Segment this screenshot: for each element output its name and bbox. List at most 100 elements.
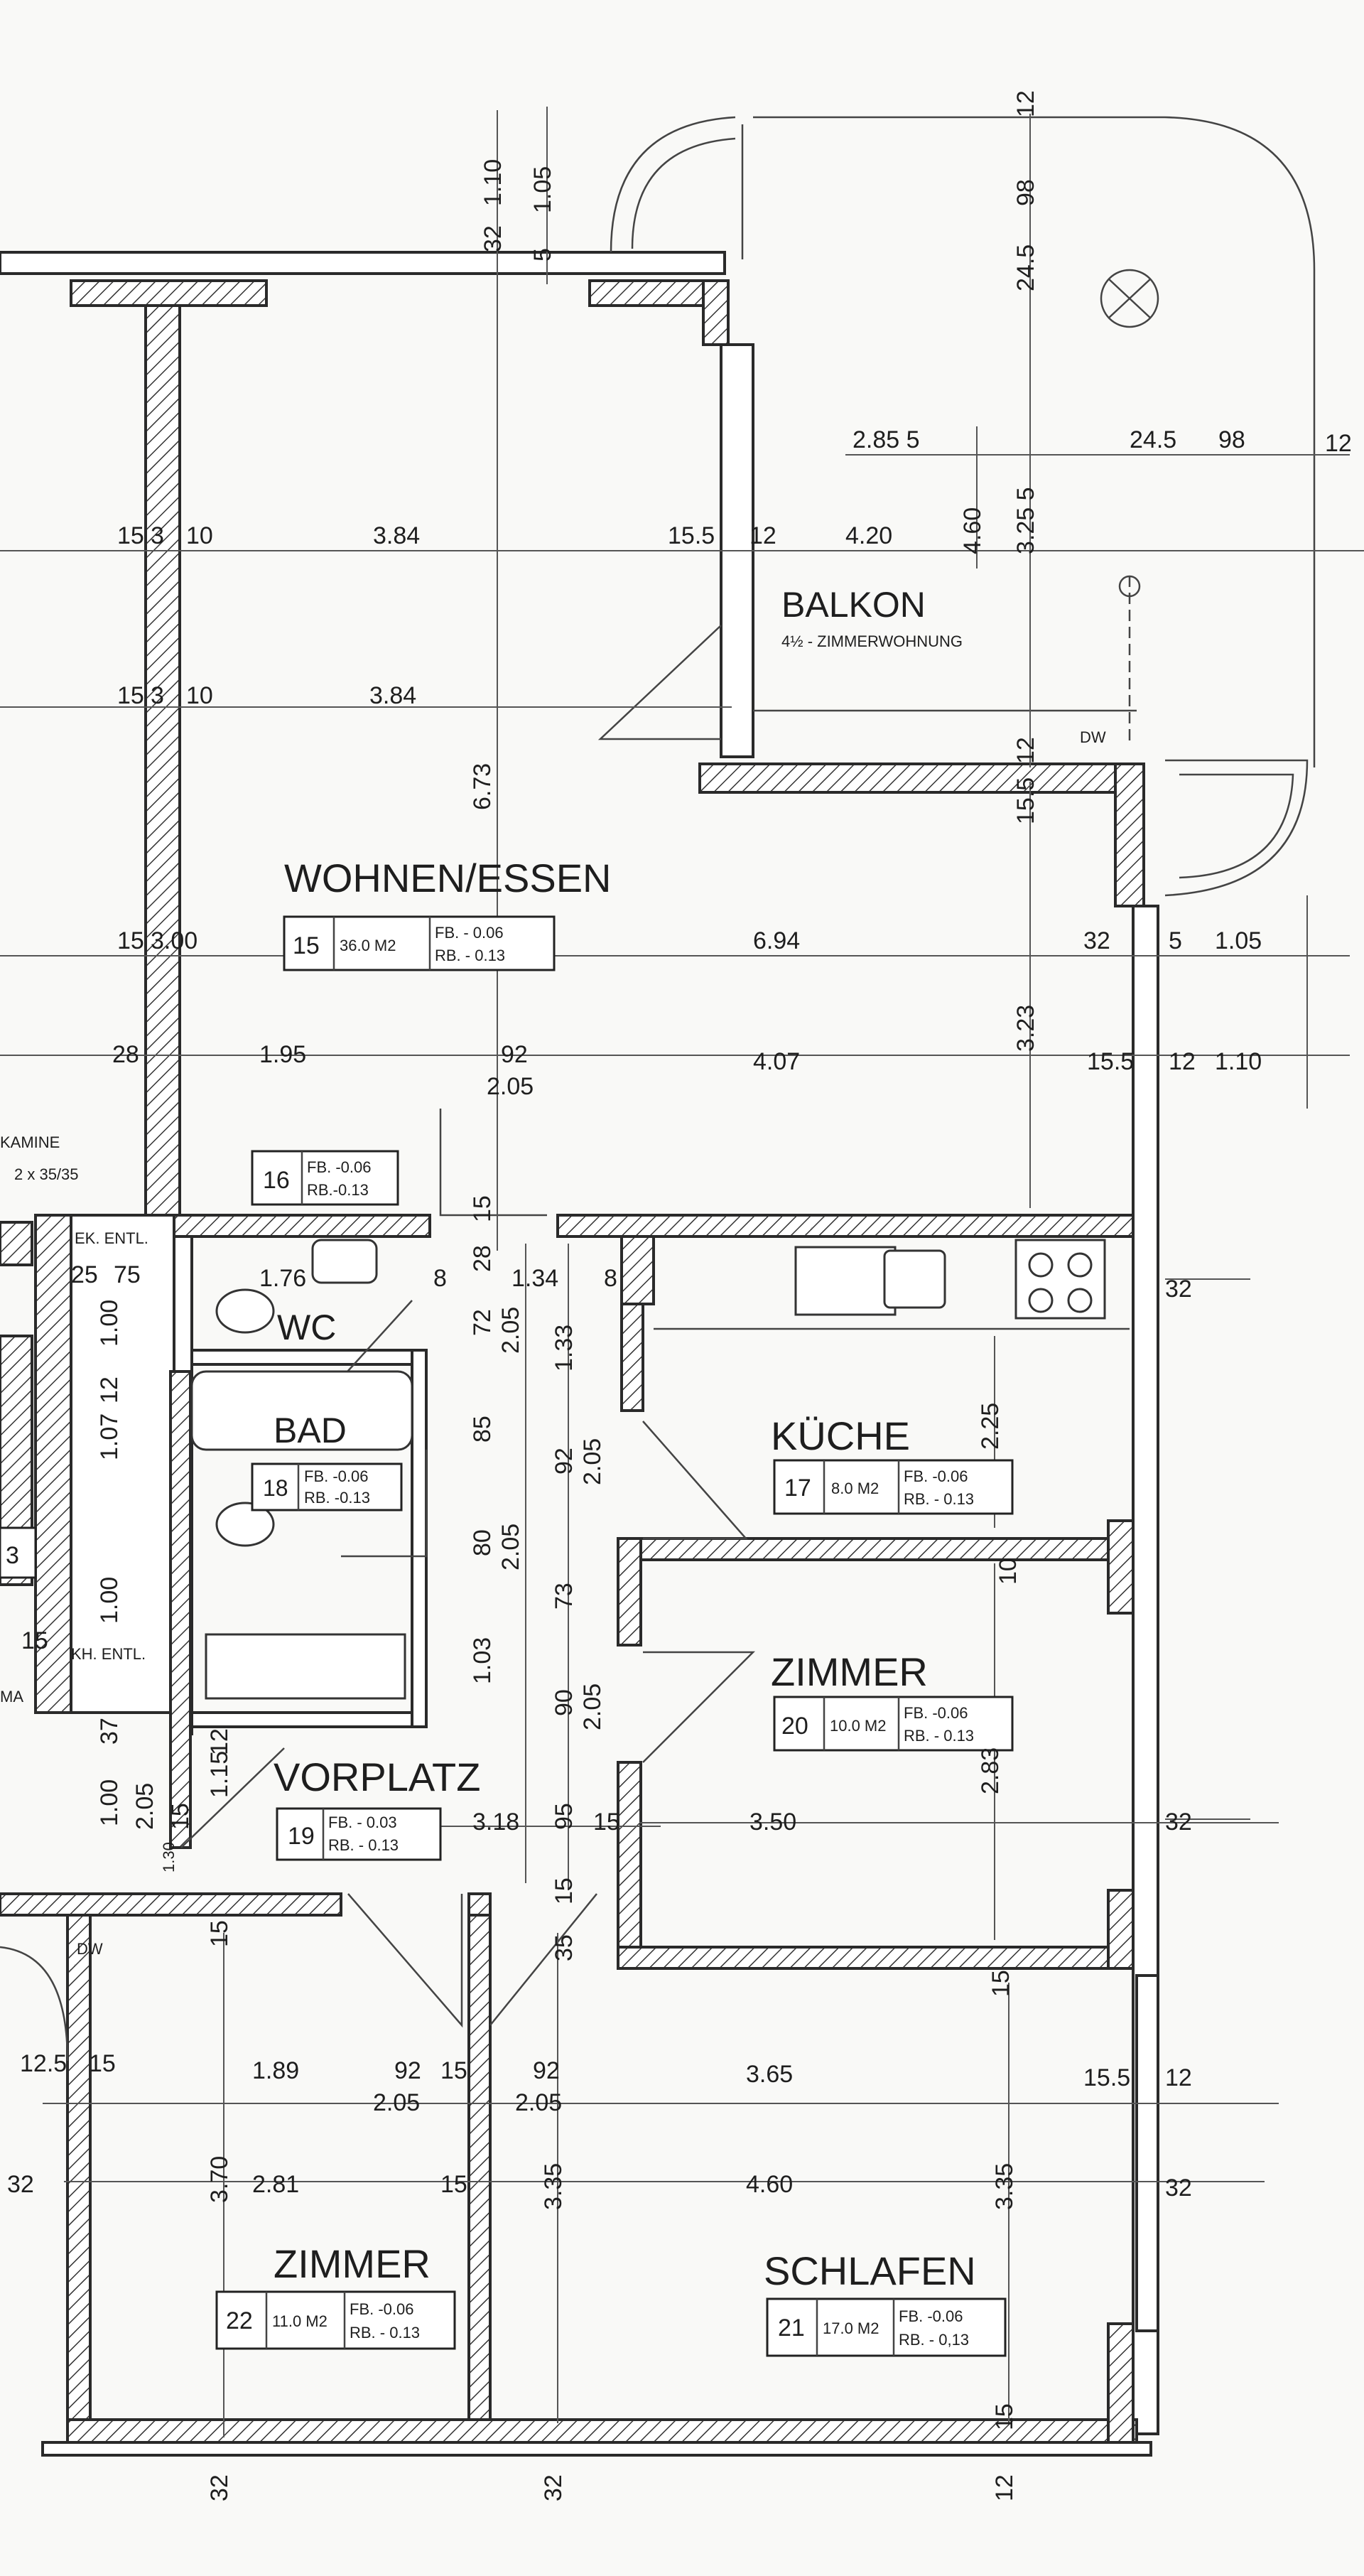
- dim-text: 12: [1165, 2064, 1192, 2091]
- dim-text: 24.5: [1130, 426, 1176, 453]
- room-fb: FB. -0.06: [904, 1704, 968, 1722]
- room-number: 19: [288, 1823, 315, 1850]
- room-area: 36.0 M2: [340, 937, 396, 954]
- dim-text: 15: [469, 1195, 496, 1222]
- dim-text: 12: [206, 1728, 233, 1755]
- dim-text: 92: [394, 2057, 421, 2084]
- dim-text: 6.94: [753, 927, 800, 954]
- dim-text: 3.18: [472, 1809, 519, 1836]
- dim-text: 3.50: [749, 1809, 796, 1836]
- walls: [0, 251, 1159, 2457]
- room-zimmer20: ZIMMER 20 10.0 M2 FB. -0.06 RB. - 0.13: [771, 1649, 1014, 1752]
- dim-text: 1.05: [529, 166, 556, 213]
- dw-label: DW: [77, 1940, 103, 1958]
- dim-text: 2.05: [131, 1783, 158, 1830]
- dim-text: 3.70: [206, 2156, 233, 2203]
- room-fb: FB. -0.06: [899, 2307, 963, 2325]
- dim-text: 8: [604, 1265, 617, 1292]
- dim-text: 1.30: [160, 1842, 178, 1872]
- dim-text: 2.25: [977, 1403, 1004, 1450]
- dim-text: 1.03: [469, 1637, 496, 1684]
- dim-text: 32: [7, 2171, 34, 2198]
- dim-text: 32: [1165, 1276, 1192, 1303]
- dim-text: 1.76: [259, 1265, 306, 1292]
- dim-text: 3.65: [746, 2061, 793, 2088]
- room-name: WC: [277, 1308, 336, 1347]
- dim-text: 15: [167, 1803, 194, 1830]
- dim-text: 3: [151, 522, 164, 549]
- dim-text: 28: [112, 1041, 139, 1068]
- dim-text: 15.5: [1087, 1048, 1134, 1075]
- dim-text: 1.00: [96, 1577, 123, 1624]
- room-number: 16: [263, 1167, 290, 1194]
- dim-text: 4.07: [753, 1048, 800, 1075]
- room-subtitle: 4½ - ZIMMERWOHNUNG: [781, 632, 963, 650]
- dim-text: 1.95: [259, 1041, 306, 1068]
- bathtub-icon: [190, 1370, 413, 1451]
- shaft-number: 3: [6, 1542, 19, 1569]
- room-name: BALKON: [781, 585, 926, 625]
- dim-text: 2.05: [515, 2089, 562, 2116]
- dim-text: 15.5: [668, 522, 715, 549]
- room-name: ZIMMER: [771, 1649, 928, 1694]
- dim-text: 1.00: [96, 1779, 123, 1826]
- room-area: 11.0 M2: [272, 2312, 328, 2330]
- dim-text: 15.5: [1012, 777, 1039, 824]
- room-zimmer22: ZIMMER 22 11.0 M2 FB. -0.06 RB. - 0.13: [215, 2241, 456, 2350]
- dim-text: 4.60: [746, 2171, 793, 2198]
- dim-text: 10: [186, 522, 213, 549]
- room-area: 8.0 M2: [831, 1480, 879, 1497]
- dim-text: 1.10: [480, 159, 507, 206]
- dim-text: 2.05: [487, 1073, 534, 1100]
- dim-text: 2.05: [373, 2089, 420, 2116]
- room-wohnen: WOHNEN/ESSEN 15 36.0 M2 FB. - 0.06 RB. -…: [283, 856, 612, 971]
- room-rb: RB. - 0.13: [904, 1490, 974, 1508]
- kitchen-sink-icon: [794, 1246, 897, 1316]
- room-wc: WC: [277, 1308, 336, 1347]
- dim-text: 90: [551, 1689, 578, 1716]
- room-number: 20: [781, 1713, 808, 1740]
- dim-text: 3.23: [1012, 1005, 1039, 1052]
- dim-text: 5: [529, 248, 556, 262]
- dim-text: 15: [593, 1809, 620, 1836]
- room-name: KÜCHE: [771, 1413, 910, 1458]
- dim-text: 1.05: [1215, 927, 1262, 954]
- room-fb: FB. -0.06: [304, 1467, 368, 1485]
- dim-text: 92: [501, 1041, 528, 1068]
- room-number: 21: [778, 2314, 805, 2341]
- room-rb: RB.-0.13: [307, 1181, 369, 1199]
- dim-text: 3.25 5: [1012, 487, 1039, 554]
- dim-text: 15: [117, 522, 144, 549]
- room-fb: FB. - 0.06: [435, 924, 504, 942]
- dim-text: 12: [991, 2474, 1018, 2501]
- dim-text: 32: [1083, 927, 1110, 954]
- dim-text: 5: [1169, 927, 1182, 954]
- dim-text: 95: [551, 1803, 578, 1830]
- dw-label: DW: [1080, 728, 1106, 746]
- toilet-icon: [215, 1288, 275, 1334]
- dim-text: 15: [117, 927, 144, 954]
- room-name: VORPLATZ: [274, 1755, 480, 1799]
- dim-text: 2.05: [497, 1524, 524, 1570]
- dim-text: 12: [1169, 1048, 1196, 1075]
- dim-text: 2.85 5: [852, 426, 920, 453]
- room-rb: RB. -0.13: [304, 1489, 370, 1507]
- dim-text: 15: [991, 2403, 1018, 2430]
- door-swings: [0, 625, 756, 2062]
- room-rb: RB. - 0,13: [899, 2331, 969, 2349]
- dimension-texts: 1.10 1.05 32 5 12 98 24.5 2.85 5 24.5 98…: [7, 90, 1352, 2501]
- dim-text: 2.05: [497, 1307, 524, 1354]
- dim-text: 92: [551, 1448, 578, 1475]
- dim-text: 15: [89, 2050, 116, 2077]
- kamine-size-label: 2 x 35/35: [14, 1165, 79, 1183]
- dim-text: 32: [480, 225, 507, 252]
- dim-text: 1.89: [252, 2057, 299, 2084]
- dim-text: 10: [995, 1558, 1022, 1585]
- room-number: 17: [784, 1475, 811, 1502]
- dim-text: 4.60: [959, 507, 986, 554]
- ma-label: MA: [0, 1688, 23, 1705]
- dim-text: 32: [1165, 2174, 1192, 2202]
- room-fb: FB. -0.06: [904, 1467, 968, 1485]
- room-balkon: BALKON 4½ - ZIMMERWOHNUNG: [781, 585, 963, 650]
- dim-text: 12: [1012, 90, 1039, 117]
